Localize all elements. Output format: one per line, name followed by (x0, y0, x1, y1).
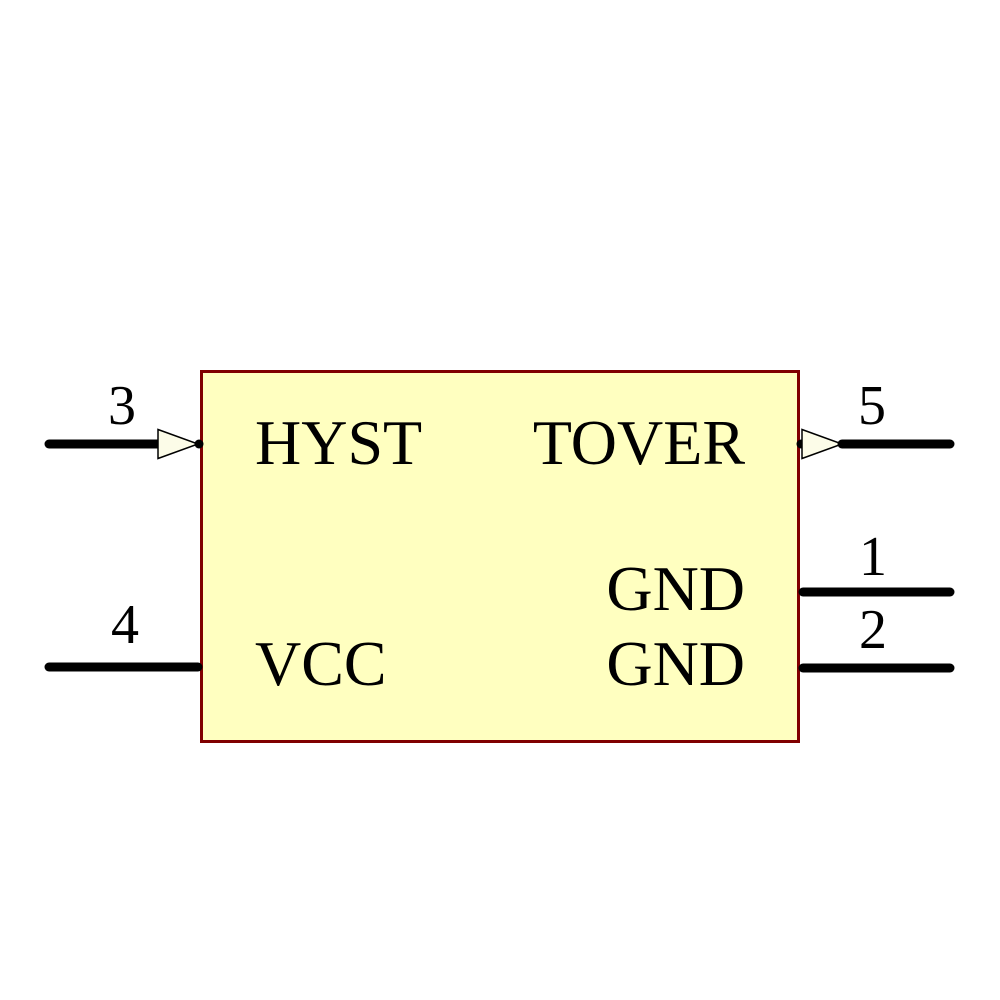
pin-4: 4 VCC (44, 594, 387, 699)
pin-1-label: GND (606, 553, 745, 624)
pin-3: 3 HYST (44, 375, 422, 478)
pin-3-input-triangle-outline (157, 428, 201, 460)
pin-1: 1 GND (606, 526, 955, 624)
pin-4-label: VCC (255, 628, 387, 699)
pin-5-number: 5 (858, 375, 886, 437)
component-body-border (200, 370, 800, 743)
pin-5: 5 TOVER (533, 375, 955, 478)
pin-2-label: GND (606, 628, 745, 699)
pin-1-number: 1 (859, 526, 887, 588)
pin-4-number: 4 (111, 594, 139, 656)
pin-3-number: 3 (108, 375, 136, 437)
pin-2-number: 2 (859, 599, 887, 661)
pin-3-connection-dot (194, 439, 204, 449)
pin-5-output-triangle-icon (802, 429, 842, 459)
pin-2: 2 GND (606, 599, 955, 699)
pin-5-label: TOVER (533, 407, 745, 478)
component-body (201, 371, 799, 742)
pin-3-input-triangle-icon (158, 429, 198, 459)
pin-5-output-triangle-outline (801, 428, 845, 460)
pin-3-label: HYST (255, 407, 422, 478)
